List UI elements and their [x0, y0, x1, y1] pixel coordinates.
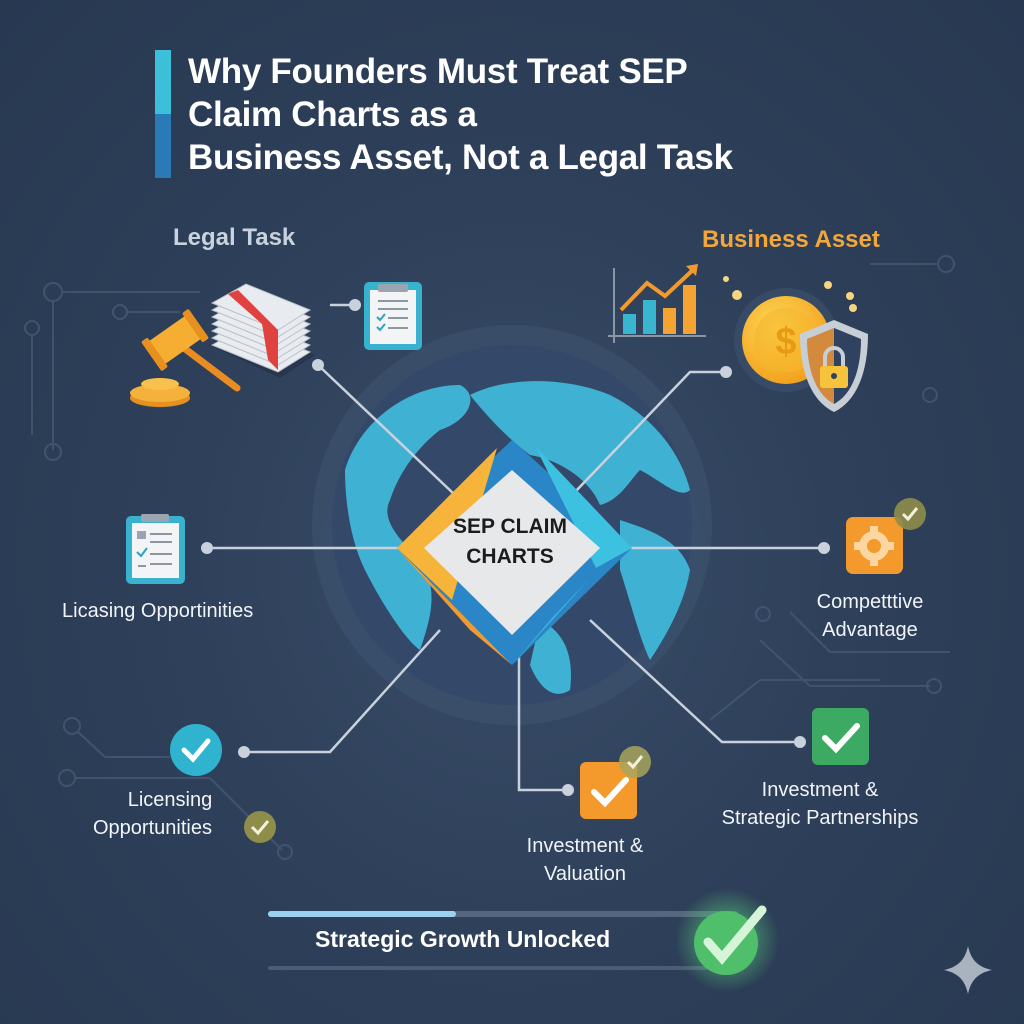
node-label-line: Advantage: [822, 619, 918, 641]
node-label-line: Opportunities: [93, 817, 212, 839]
node-label-line: Licensing: [127, 789, 213, 811]
document-stack-icon: [210, 283, 315, 378]
sparkle-icon: [944, 946, 992, 994]
growth-bar-chart-icon: [608, 264, 706, 343]
progress-bar: [268, 911, 738, 970]
center-label-line-1: SEP CLAIM: [453, 515, 567, 538]
node-label-licasing: Licasing Opportinities: [62, 600, 254, 622]
section-label-business-asset: Business Asset: [702, 226, 880, 253]
gavel-icon: [130, 309, 241, 407]
check-square-icon: [812, 708, 869, 765]
clipboard-checklist-icon: [126, 514, 185, 584]
title-line-2: Claim Charts as a: [188, 95, 477, 134]
page-title: Why Founders Must Treat SEP Claim Charts…: [188, 50, 733, 179]
node-label-line: Strategic Partnerships: [721, 807, 919, 829]
center-label-line-2: CHARTS: [466, 545, 554, 568]
title-line-1: Why Founders Must Treat SEP: [188, 52, 688, 91]
node-label-line: Investment &: [761, 779, 879, 801]
shield-lock-icon: [800, 320, 868, 412]
check-badge-icon: [244, 811, 276, 843]
clipboard-checklist-icon: [364, 282, 422, 350]
node-label-competitive: Competttive Advantage: [790, 588, 950, 644]
glowing-check-icon: [675, 888, 779, 992]
footer-label: Strategic Growth Unlocked: [315, 926, 611, 952]
node-label-line: Investment &: [526, 835, 644, 857]
node-label-line: Competttive: [816, 591, 924, 613]
svg-text:$: $: [775, 321, 796, 363]
node-label-partnerships: Investment & Strategic Partnerships: [690, 776, 950, 832]
check-circle-icon: [170, 724, 222, 776]
center-label: SEP CLAIM CHARTS: [430, 512, 590, 572]
connector-dots: [201, 299, 830, 796]
check-square-icon: [580, 762, 637, 819]
gear-icon: [846, 517, 903, 574]
node-label-line: Valuation: [544, 863, 626, 885]
node-label-licensing: Licensing Opportunities: [90, 786, 250, 842]
section-label-legal-task: Legal Task: [173, 224, 296, 251]
title-line-3: Business Asset, Not a Legal Task: [188, 138, 733, 177]
title-accent-bar: [155, 50, 171, 178]
node-label-valuation: Investment & Valuation: [500, 832, 670, 888]
check-badge-icon: [619, 746, 651, 778]
check-badge-icon: [894, 498, 926, 530]
sep-claim-charts-diamond: [397, 440, 632, 665]
connector-lines: [207, 303, 824, 792]
